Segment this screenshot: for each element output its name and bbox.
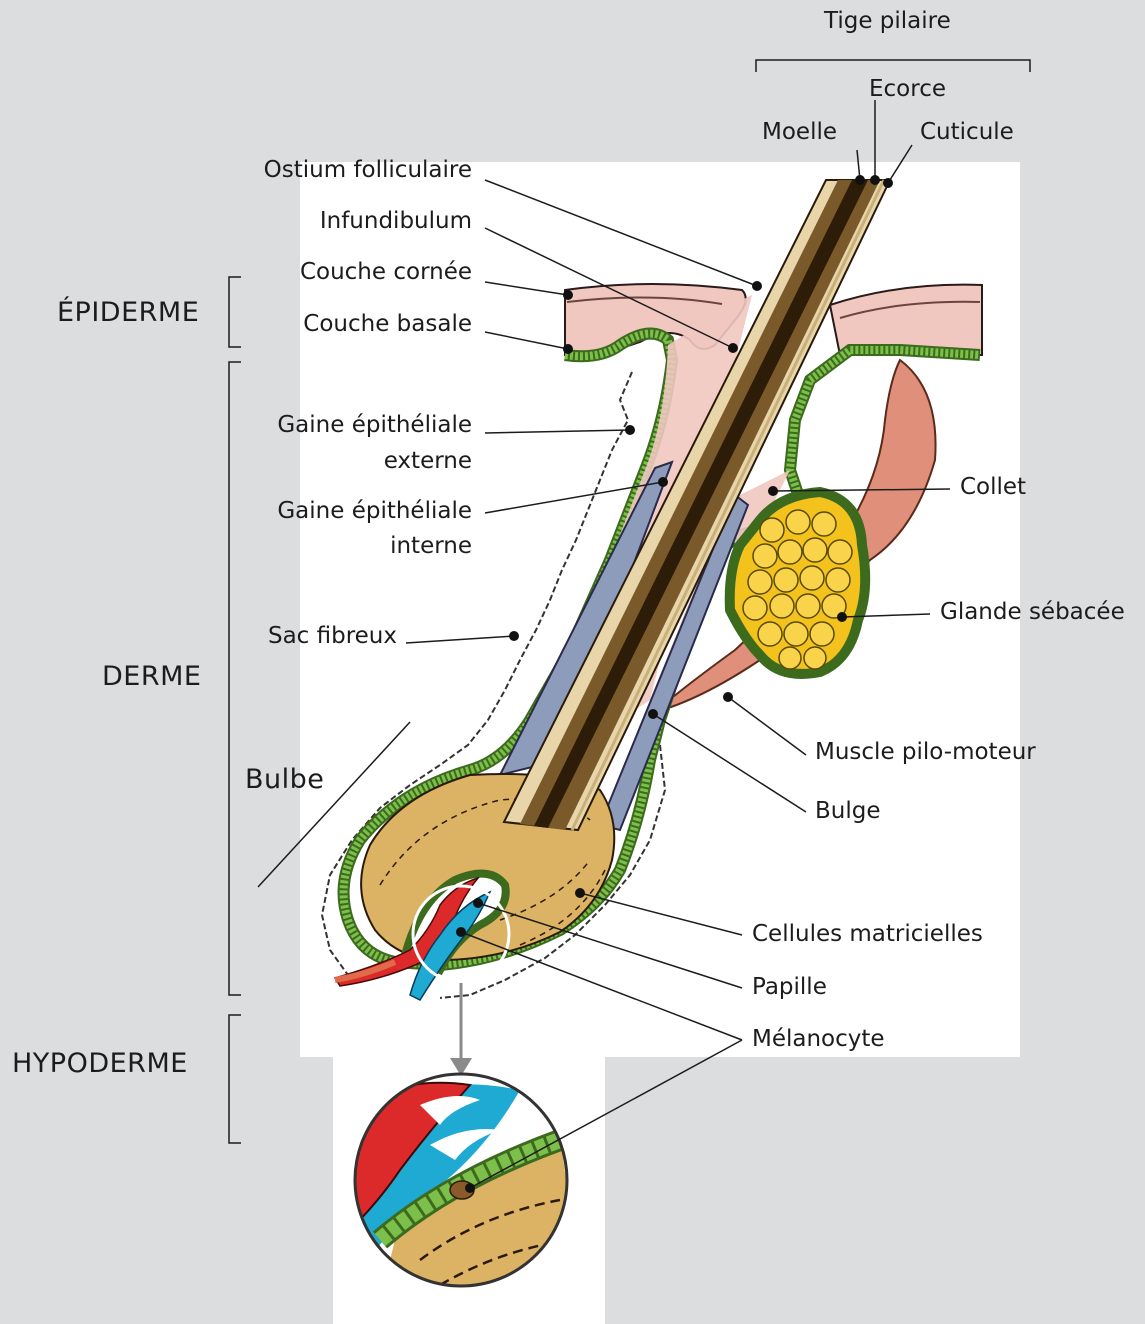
couche-cornee-label: Couche cornée	[300, 256, 472, 289]
gaine-externe-label-1: Gaine épithéliale	[277, 409, 472, 442]
ecorce-label: Ecorce	[869, 73, 946, 106]
muscle-pilo-moteur-label: Muscle pilo-moteur	[815, 736, 1036, 769]
sac-fibreux-label: Sac fibreux	[268, 620, 397, 653]
epiderme-bracket	[229, 277, 241, 347]
derme-bracket	[229, 362, 241, 995]
ostium-label: Ostium folliculaire	[264, 154, 472, 187]
gaine-interne-label-2: interne	[390, 530, 472, 563]
cuticule-label: Cuticule	[920, 116, 1014, 149]
collet-label: Collet	[960, 471, 1026, 504]
gaine-externe-label-2: externe	[384, 445, 472, 478]
tige-bracket	[756, 60, 1030, 72]
melanocyte-label: Mélanocyte	[752, 1023, 885, 1056]
glande-sebacee-label: Glande sébacée	[940, 596, 1125, 629]
bulbe-label: Bulbe	[245, 760, 324, 799]
derme-label: DERME	[102, 657, 201, 696]
hypoderme-bracket	[229, 1015, 241, 1143]
epiderme-label: ÉPIDERME	[57, 293, 199, 332]
hypoderme-label: HYPODERME	[12, 1044, 188, 1083]
couche-basale-label: Couche basale	[303, 308, 472, 341]
tige-pilaire-label: Tige pilaire	[824, 5, 951, 38]
cellules-matricielles-label: Cellules matricielles	[752, 918, 983, 951]
gaine-interne-label-1: Gaine épithéliale	[277, 495, 472, 528]
infundibulum-label: Infundibulum	[320, 205, 472, 238]
papille-label: Papille	[752, 971, 827, 1004]
moelle-label: Moelle	[762, 116, 837, 149]
bulge-label: Bulge	[815, 795, 881, 828]
